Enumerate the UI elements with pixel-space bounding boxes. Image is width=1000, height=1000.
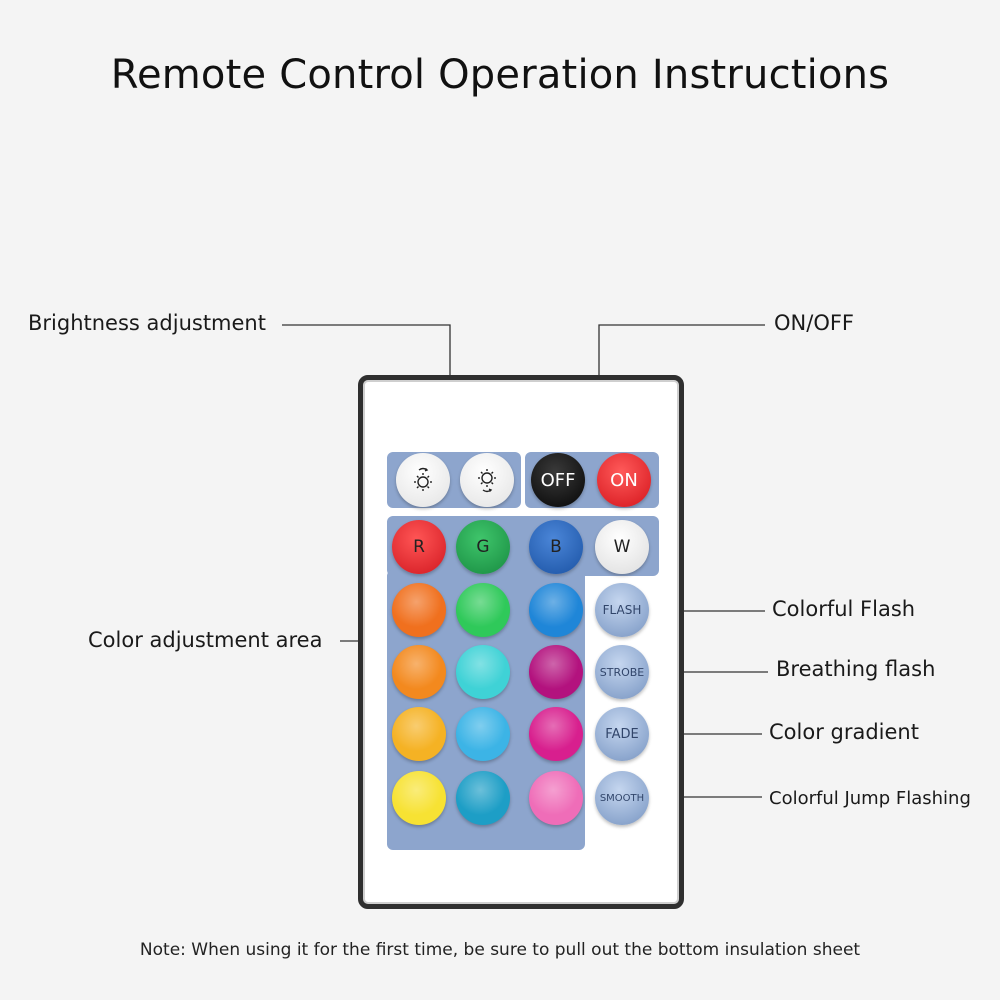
r-label: R <box>413 537 425 557</box>
color-button-r3-c3[interactable] <box>529 707 583 761</box>
smooth-label: SMOOTH <box>599 792 645 804</box>
fade-label: FADE <box>605 726 639 742</box>
w-label: W <box>613 537 631 557</box>
label-colorful-jump-flashing: Colorful Jump Flashing <box>769 788 971 809</box>
color-button-r2-c3[interactable] <box>529 645 583 699</box>
strobe-button[interactable]: STROBE <box>595 645 649 699</box>
page-title: Remote Control Operation Instructions <box>110 52 890 98</box>
remote-control: OFF ON R G B W FLASH STROBE FADE SMOOTH <box>358 375 684 909</box>
label-onoff: ON/OFF <box>774 311 855 335</box>
label-colorful-flash: Colorful Flash <box>772 597 916 621</box>
brightness-down-icon <box>478 469 496 493</box>
label-color-area: Color adjustment area <box>88 628 323 652</box>
label-breathing-flash: Breathing flash <box>776 657 936 681</box>
g-label: G <box>476 537 490 557</box>
red-button[interactable]: R <box>392 520 446 574</box>
color-button-r1-c1[interactable] <box>392 583 446 637</box>
color-button-r4-c3[interactable] <box>529 771 583 825</box>
label-color-gradient: Color gradient <box>769 720 919 744</box>
label-brightness: Brightness adjustment <box>28 311 266 335</box>
color-button-r3-c2[interactable] <box>456 707 510 761</box>
color-button-r4-c1[interactable] <box>392 771 446 825</box>
color-button-r3-c1[interactable] <box>392 707 446 761</box>
off-label: OFF <box>540 469 576 491</box>
off-button[interactable]: OFF <box>531 453 585 507</box>
on-button[interactable]: ON <box>597 453 651 507</box>
flash-label: FLASH <box>602 603 642 617</box>
blue-button[interactable]: B <box>529 520 583 574</box>
brightness-down-button[interactable] <box>460 453 514 507</box>
green-button[interactable]: G <box>456 520 510 574</box>
brightness-up-button[interactable] <box>396 453 450 507</box>
insulation-note: Note: When using it for the first time, … <box>139 940 861 960</box>
on-label: ON <box>610 469 638 491</box>
fade-button[interactable]: FADE <box>595 707 649 761</box>
color-button-r2-c2[interactable] <box>456 645 510 699</box>
color-button-r1-c3[interactable] <box>529 583 583 637</box>
flash-button[interactable]: FLASH <box>595 583 649 637</box>
white-button[interactable]: W <box>595 520 649 574</box>
smooth-button[interactable]: SMOOTH <box>595 771 649 825</box>
color-button-r1-c2[interactable] <box>456 583 510 637</box>
color-button-r2-c1[interactable] <box>392 645 446 699</box>
strobe-label: STROBE <box>599 665 645 679</box>
brightness-up-icon <box>414 467 432 491</box>
b-label: B <box>550 537 562 557</box>
color-button-r4-c2[interactable] <box>456 771 510 825</box>
